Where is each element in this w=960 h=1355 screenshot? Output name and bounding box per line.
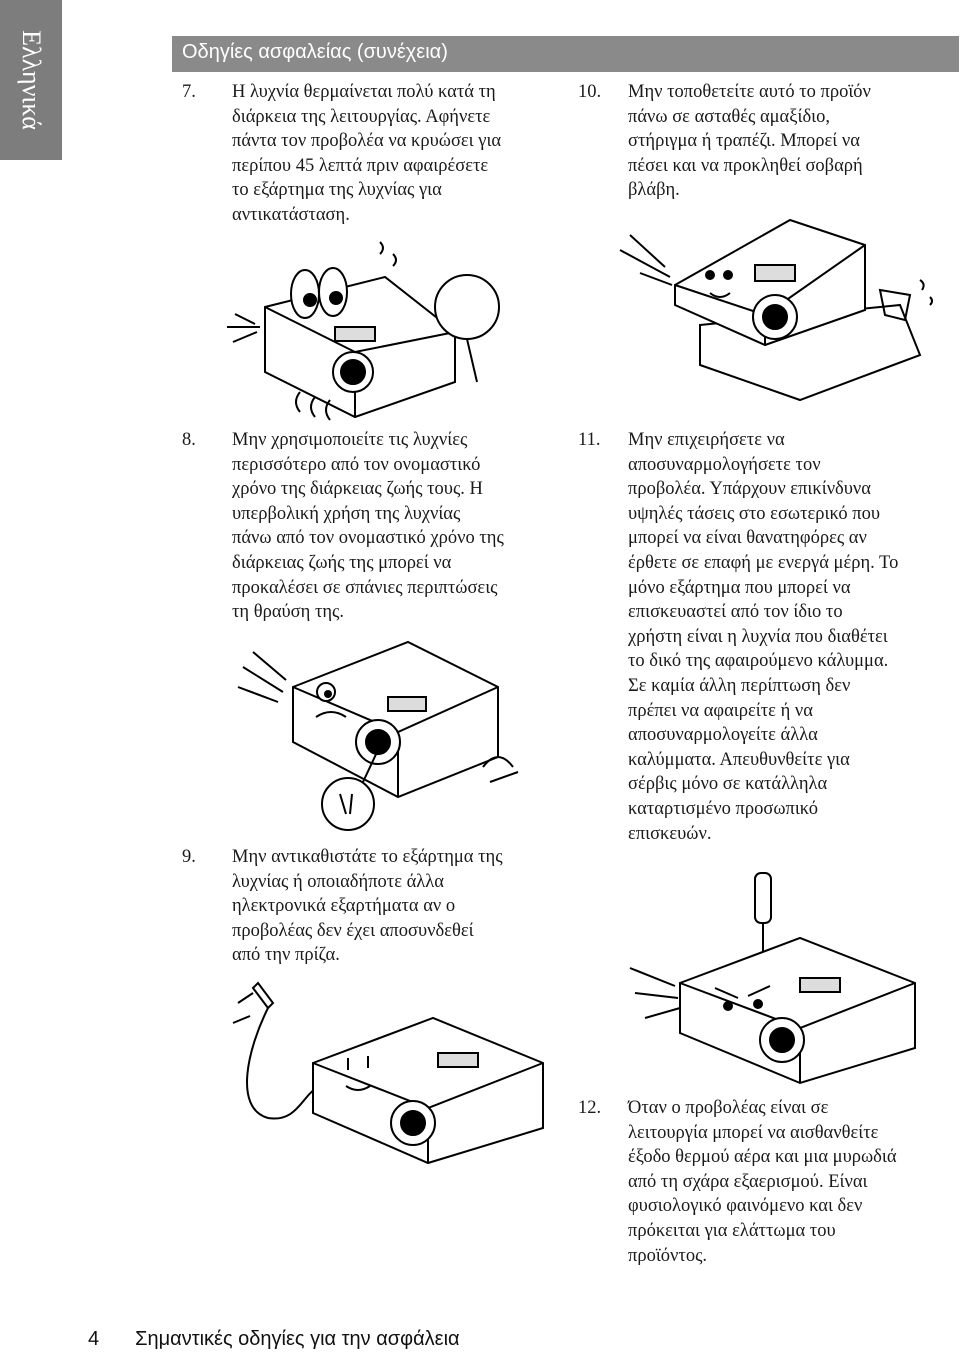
item-line: πάνω σε ασταθές αμαξίδιο, (628, 106, 831, 127)
item-line: αποσυναρμολογείτε άλλα (628, 725, 818, 746)
unstable-table-illustration (619, 218, 933, 402)
item-line: πάντα τον προβολέα να κρυώσει για (232, 131, 502, 152)
footer-section-title: Σημαντικές οδηγίες για την ασφάλεια (135, 1328, 460, 1350)
page-footer: 4 Σημαντικές οδηγίες για την ασφάλεια (88, 1328, 460, 1351)
item-number: 10. (578, 82, 602, 102)
item-line: μόνο εξάρτημα που μπορεί να (628, 577, 851, 598)
item-text: Όταν ο προβολέας είναι σε λειτουργία μπο… (628, 1096, 897, 1268)
item-line: προβολέα. Υπάρχουν επικίνδυνα (628, 479, 871, 500)
language-tab-label: Ελληνικά (17, 30, 46, 130)
safety-item-9: 9. Μην αντικαθιστάτε το εξάρτημα της λυχ… (182, 845, 562, 975)
item-line: λυχνίας ή οποιαδήποτε άλλα (232, 871, 444, 892)
item-number: 11. (578, 430, 601, 450)
item-text: Μην αντικαθιστάτε το εξάρτημα της λυχνία… (232, 845, 503, 968)
screwdriver-illustration (629, 872, 916, 1085)
item-line: φυσιολογικό φαινόμενο και δεν (628, 1196, 863, 1217)
item-line: Μην χρησιμοποιείτε τις λυχνίες (232, 430, 468, 450)
item-number: 12. (578, 1098, 602, 1118)
broken-lamp-illustration (237, 640, 519, 831)
item-line: βλάβη. (628, 180, 680, 201)
item-line: Όταν ο προβολέας είναι σε (628, 1098, 829, 1118)
item-line: πάνω από τον ονομαστικό χρόνο της (232, 528, 504, 549)
item-line: Μην τοποθετείτε αυτό το προϊόν (628, 82, 871, 102)
safety-item-7: 7. Η λυχνία θερμαίνεται πολύ κατά τη διά… (182, 80, 562, 240)
item-line: διάρκειας ζωής της μπορεί να (232, 552, 452, 573)
item-text: Μην χρησιμοποιείτε τις λυχνίες περισσότε… (232, 428, 504, 625)
item-line: έξοδο θερμού αέρα και μια μυρωδιά (628, 1147, 897, 1168)
item-line: επισκευαστεί από τον ίδιο το (628, 602, 843, 623)
hot-projector-illustration (227, 241, 500, 421)
safety-item-12: 12. Όταν ο προβολέας είναι σε λειτουργία… (578, 1096, 948, 1271)
safety-item-8: 8. Μην χρησιμοποιείτε τις λυχνίες περισσ… (182, 428, 562, 628)
item-line: πρόκειται για ελάττωμα του (628, 1220, 836, 1241)
item-line: πρέπει να αφαιρείτε ή να (628, 700, 813, 721)
item-line: υψηλές τάσεις στο εσωτερικό που (628, 503, 881, 524)
safety-item-11: 11. Μην επιχειρήσετε να αποσυναρμολογήσε… (578, 428, 948, 848)
item-line: αποσυναρμολογήσετε τον (628, 454, 821, 475)
item-line: στήριγμα ή τραπέζι. Μπορεί να (628, 131, 860, 152)
item-line: προβολέας δεν έχει αποσυνδεθεί (232, 920, 474, 941)
section-header: Οδηγίες ασφαλείας (συνέχεια) (172, 36, 959, 72)
item-line: από τη σχάρα εξαερισμού. Είναι (628, 1171, 868, 1192)
item-line: το εξάρτημα της λυχνίας για (232, 180, 442, 201)
item-line: καλύμματα. Απευθυνθείτε για (628, 749, 850, 770)
item-line: χρόνο της διάρκειας ζωής τους. Η (232, 479, 483, 500)
item-line: προκαλέσει σε σπάνιες περιπτώσεις (232, 577, 498, 598)
item-line: Μην αντικαθιστάτε το εξάρτημα της (232, 847, 503, 867)
item-line: χρήστη είναι η λυχνία που διαθέτει (628, 626, 888, 647)
item-text: Μην τοποθετείτε αυτό το προϊόν πάνω σε α… (628, 80, 871, 203)
item-line: το δικό της αφαιρούμενο κάλυμμα. (628, 651, 889, 672)
language-tab: Ελληνικά (0, 0, 62, 160)
item-line: επισκευών. (628, 823, 712, 844)
item-line: καταρτισμένο προσωπικό (628, 798, 818, 819)
page-number: 4 (88, 1328, 100, 1350)
item-line: αντικατάσταση. (232, 204, 350, 225)
item-line: υπερβολική χρήση της λυχνίας (232, 503, 461, 524)
item-line: τη θραύση της. (232, 602, 345, 623)
unplugged-projector-illustration (232, 981, 544, 1165)
item-line: προϊόντος. (628, 1245, 708, 1266)
item-line: λειτουργία μπορεί να αισθανθείτε (628, 1122, 879, 1143)
item-line: περισσότερο από τον ονομαστικό (232, 454, 481, 475)
item-line: από την πρίζα. (232, 945, 340, 966)
item-line: Σε καμία άλλη περίπτωση δεν (628, 675, 851, 696)
safety-item-10: 10. Μην τοποθετείτε αυτό το προϊόν πάνω … (578, 80, 948, 210)
item-line: σέρβις μόνο σε κατάλληλα (628, 774, 828, 795)
section-title: Οδηγίες ασφαλείας (συνέχεια) (182, 41, 448, 63)
item-line: Μην επιχειρήσετε να (628, 430, 785, 450)
item-text: Μην επιχειρήσετε να αποσυναρμολογήσετε τ… (628, 428, 898, 846)
item-line: περίπου 45 λεπτά πριν αφαιρέσετε (232, 155, 489, 176)
item-text: Η λυχνία θερμαίνεται πολύ κατά τη διάρκε… (232, 80, 501, 228)
item-number: 8. (182, 430, 196, 450)
item-line: διάρκεια της λειτουργίας. Αφήνετε (232, 106, 491, 127)
item-line: πέσει και να προκληθεί σοβαρή (628, 155, 863, 176)
item-line: Η λυχνία θερμαίνεται πολύ κατά τη (232, 82, 496, 102)
item-number: 7. (182, 82, 196, 102)
item-line: μπορεί να είναι θανατηφόρες αν (628, 528, 867, 549)
item-line: ηλεκτρονικά εξαρτήματα αν ο (232, 896, 456, 917)
item-number: 9. (182, 847, 196, 867)
item-line: έρθετε σε επαφή με ενεργά μέρη. Το (628, 552, 899, 573)
